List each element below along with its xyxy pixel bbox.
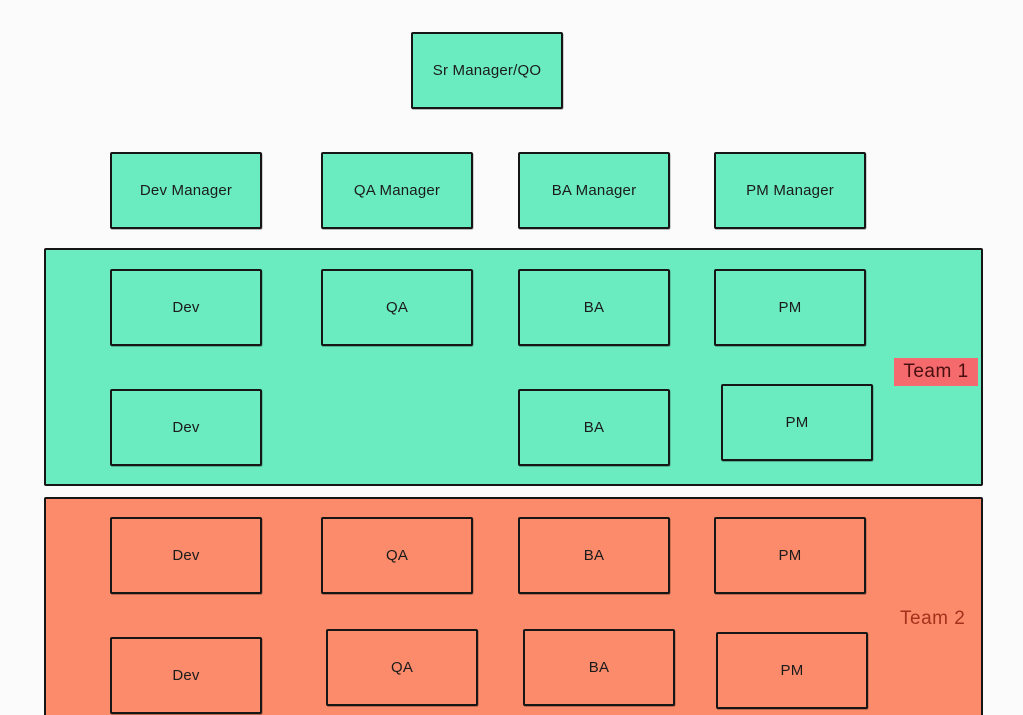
team2-pm-box-2: PM bbox=[716, 632, 868, 709]
team1-ba-label-2: BA bbox=[583, 419, 605, 436]
dev-manager-label: Dev Manager bbox=[139, 182, 233, 199]
team2-qa-box: QA bbox=[321, 517, 473, 594]
team2-pm-box: PM bbox=[714, 517, 866, 594]
team2-ba-box: BA bbox=[518, 517, 670, 594]
team1-dev-box: Dev bbox=[110, 269, 262, 346]
qa-manager-label: QA Manager bbox=[353, 182, 441, 199]
ba-manager-box: BA Manager bbox=[518, 152, 670, 229]
team1-qa-box: QA bbox=[321, 269, 473, 346]
team1-ba-box: BA bbox=[518, 269, 670, 346]
team2-dev-box: Dev bbox=[110, 517, 262, 594]
team2-ba-box-2: BA bbox=[523, 629, 675, 706]
dev-manager-box: Dev Manager bbox=[110, 152, 262, 229]
team2-pm-label: PM bbox=[778, 547, 802, 564]
team1-dev-label-2: Dev bbox=[172, 419, 200, 436]
team1-ba-box-2: BA bbox=[518, 389, 670, 466]
team2-dev-label-2: Dev bbox=[172, 667, 200, 684]
pm-manager-label: PM Manager bbox=[746, 182, 834, 199]
team2-qa-label-2: QA bbox=[390, 659, 414, 676]
team1-pm-label: PM bbox=[778, 299, 802, 316]
qa-manager-box: QA Manager bbox=[321, 152, 473, 229]
team2-qa-box-2: QA bbox=[326, 629, 478, 706]
sr-manager-label: Sr Manager/QO bbox=[432, 62, 542, 79]
team1-pm-label-2: PM bbox=[785, 414, 809, 431]
team1-label: Team 1 bbox=[894, 358, 978, 386]
team2-ba-label: BA bbox=[583, 547, 605, 564]
team2-dev-box-2: Dev bbox=[110, 637, 262, 714]
team1-qa-label: QA bbox=[385, 299, 409, 316]
team1-dev-label: Dev bbox=[172, 299, 200, 316]
team1-pm-box-2: PM bbox=[721, 384, 873, 461]
sr-manager-box: Sr Manager/QO bbox=[411, 32, 563, 109]
team1-pm-box: PM bbox=[714, 269, 866, 346]
team2-ba-label-2: BA bbox=[588, 659, 610, 676]
team1-dev-box-2: Dev bbox=[110, 389, 262, 466]
ba-manager-label: BA Manager bbox=[551, 182, 637, 199]
team2-label: Team 2 bbox=[900, 608, 966, 629]
team2-qa-label: QA bbox=[385, 547, 409, 564]
team1-ba-label: BA bbox=[583, 299, 605, 316]
team2-dev-label: Dev bbox=[172, 547, 200, 564]
pm-manager-box: PM Manager bbox=[714, 152, 866, 229]
team2-pm-label-2: PM bbox=[780, 662, 804, 679]
